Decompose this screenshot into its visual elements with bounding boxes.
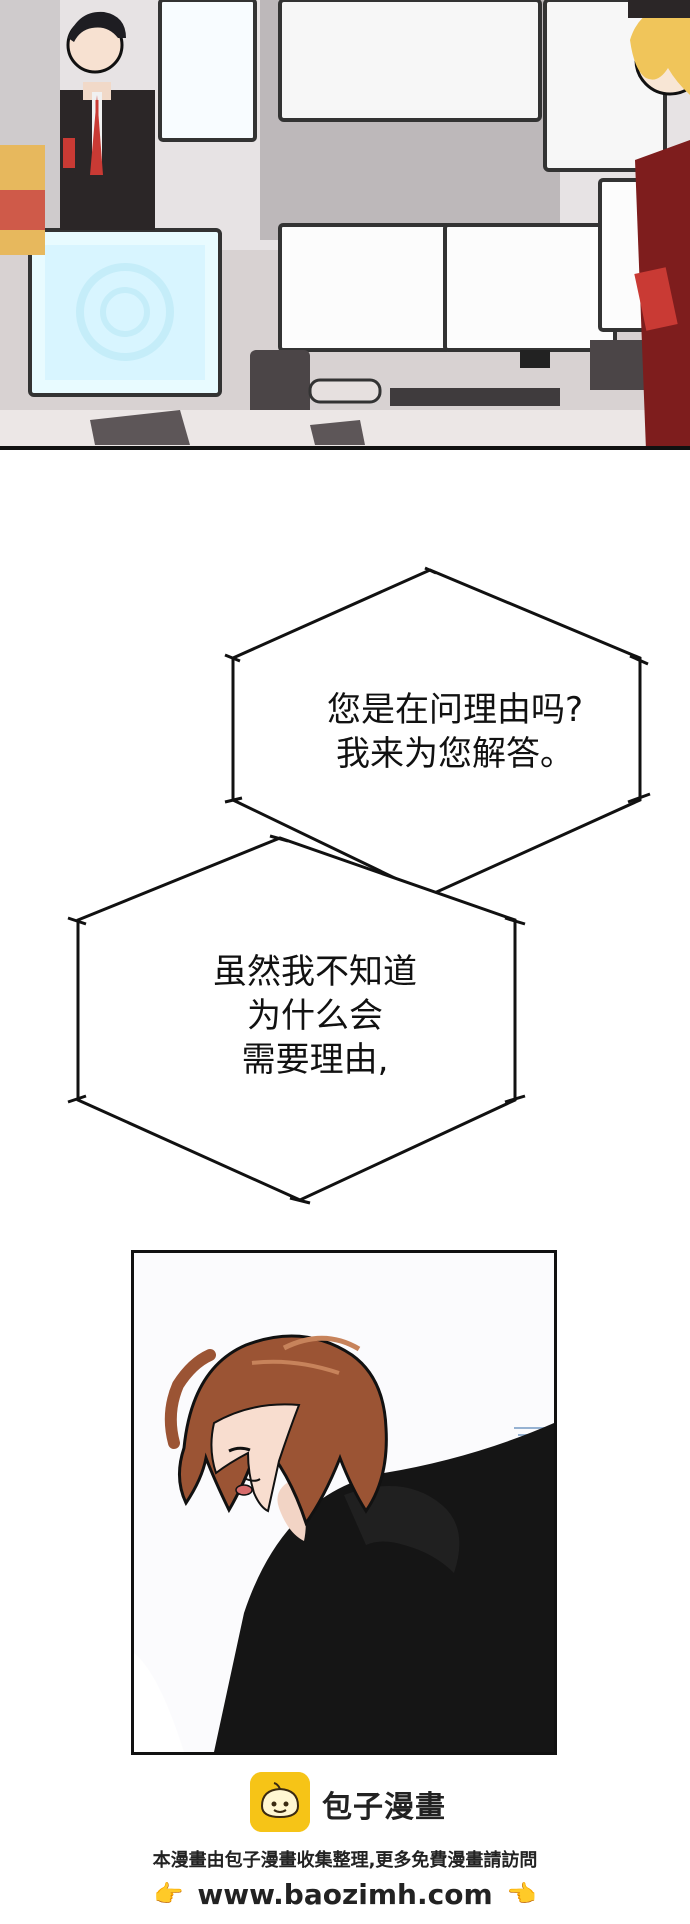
speech-bubble-shapes <box>67 566 651 1205</box>
woman-in-red <box>628 0 690 446</box>
footer-site-text[interactable]: www.baozimh.com <box>197 1878 493 1911</box>
bun-logo-icon <box>250 1772 310 1832</box>
office-scene-illustration <box>0 0 690 446</box>
hand-pointing-right-icon: 👉 <box>153 1880 184 1908</box>
brand-logo[interactable]: 包子漫畫 <box>250 1772 470 1836</box>
speech-bubble-2-text: 虽然我不知道 为什么会 需要理由, <box>213 952 417 1080</box>
site-footer: 包子漫畫 本漫畫由包子漫畫收集整理,更多免費漫畫請訪問 👉 www.baozimh… <box>0 1760 690 1924</box>
man-in-suit <box>60 11 155 230</box>
character-close-up-illustration <box>134 1253 554 1752</box>
speech-bubble-1-text: 您是在问理由吗? 我来为您解答。 <box>326 690 584 774</box>
brand-name: 包子漫畫 <box>322 1790 446 1825</box>
footer-notice: 本漫畫由包子漫畫收集整理,更多免費漫畫請訪問 <box>152 1850 538 1871</box>
office-scene-panel <box>0 0 690 450</box>
hand-pointing-left-icon: 👈 <box>506 1880 537 1908</box>
footer-site-link[interactable]: 👉 www.baozimh.com 👈 <box>0 1878 690 1911</box>
character-close-up-panel <box>131 1250 557 1755</box>
speech-bubbles-area: 您是在问理由吗? 我来为您解答。 虽然我不知道 为什么会 需要理由, <box>0 450 690 1210</box>
